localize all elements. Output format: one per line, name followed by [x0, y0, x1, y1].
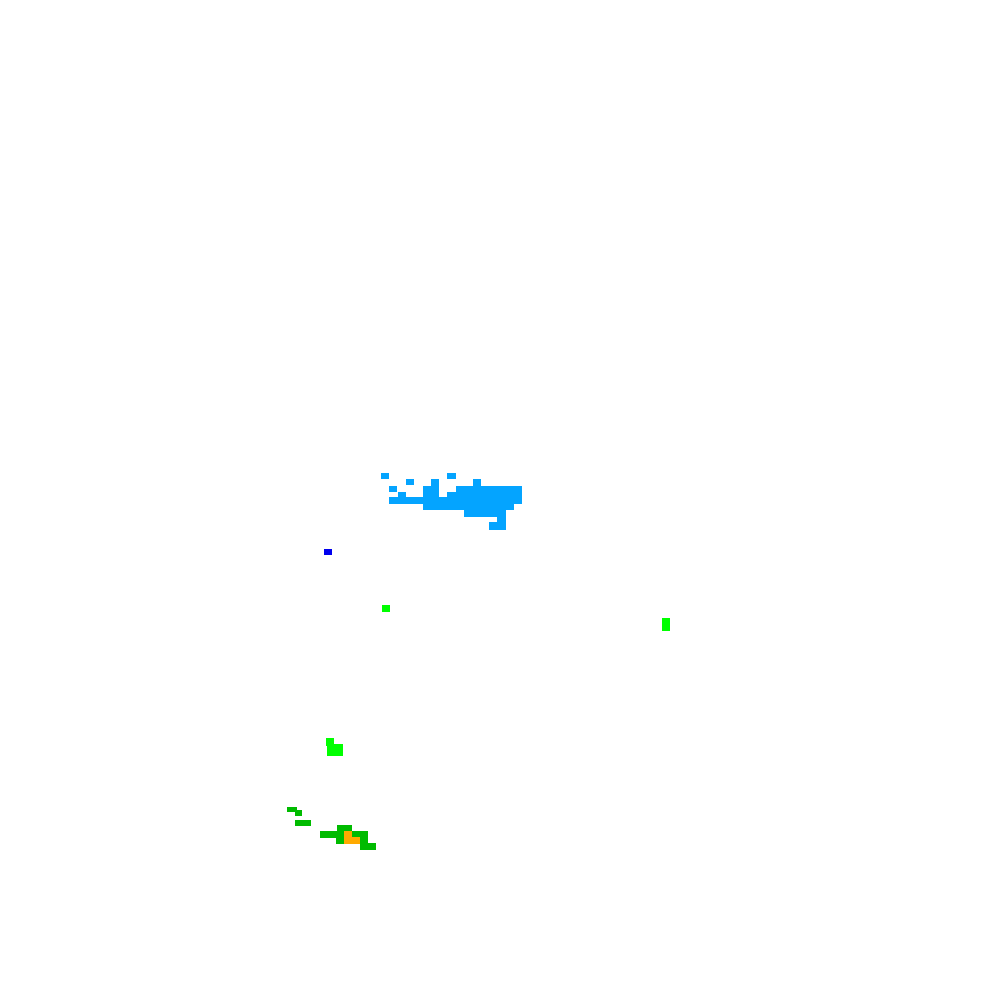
- echo-pixel: [295, 820, 311, 826]
- echo-pixel: [337, 825, 352, 833]
- echo-pixel: [327, 744, 343, 756]
- echo-pixel: [423, 497, 447, 510]
- echo-bright-green-cells: [326, 605, 670, 756]
- echo-pixel: [447, 473, 456, 479]
- echo-pixel: [320, 831, 345, 838]
- echo-pixel: [295, 810, 302, 816]
- echo-pixel: [423, 486, 439, 498]
- echo-pixel: [464, 509, 506, 517]
- echo-orange-core: [344, 831, 360, 844]
- echo-pixel: [326, 738, 334, 746]
- echo-pixel: [431, 479, 439, 487]
- echo-pixel: [344, 831, 352, 844]
- echo-pixel: [464, 503, 514, 510]
- echo-pixel: [336, 831, 345, 844]
- echo-pixel: [456, 486, 464, 493]
- echo-pixel: [324, 549, 332, 555]
- echo-pixel: [389, 497, 423, 504]
- echo-pixel: [381, 473, 389, 479]
- echo-pixel: [662, 618, 670, 631]
- echo-light-blue-cluster: [381, 473, 522, 530]
- echo-green-cluster: [287, 807, 376, 850]
- echo-pixel: [382, 605, 390, 612]
- echo-pixel: [406, 479, 414, 485]
- echo-pixel: [489, 522, 506, 530]
- echo-pixel: [497, 516, 506, 524]
- echo-pixel: [352, 831, 368, 838]
- echo-pixel: [352, 837, 360, 844]
- echo-pixel: [464, 486, 522, 504]
- echo-pixel: [287, 807, 297, 812]
- echo-pixel: [473, 479, 481, 487]
- echo-pixel: [398, 492, 406, 498]
- echo-pixel: [360, 837, 368, 844]
- echo-pixel: [447, 492, 464, 510]
- echo-pixel: [389, 486, 397, 492]
- echo-dark-blue: [324, 549, 332, 555]
- echo-pixel: [360, 843, 376, 850]
